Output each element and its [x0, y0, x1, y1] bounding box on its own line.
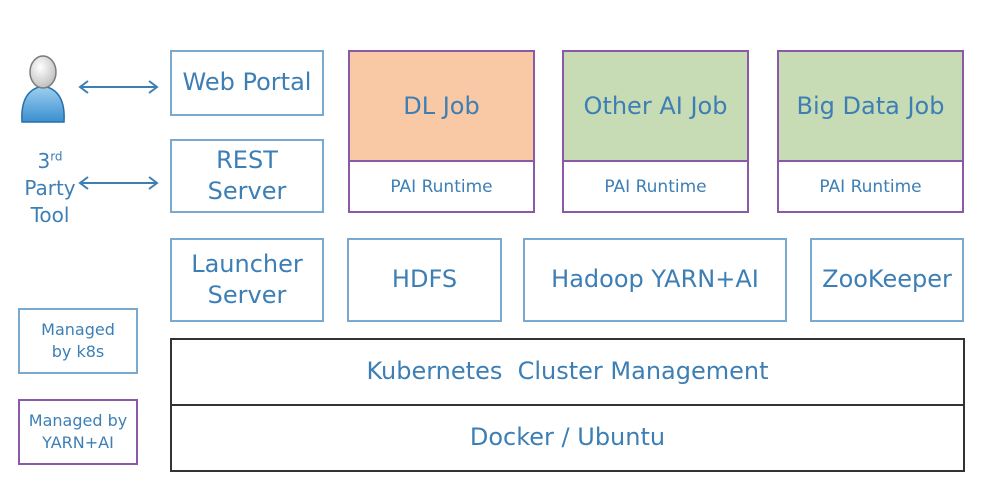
other-ai-job-box: Other AI Job PAI Runtime [562, 50, 749, 213]
rest-server-box: REST Server [170, 139, 324, 213]
zookeeper-box: ZooKeeper [810, 238, 964, 322]
job-name: DL Job [350, 52, 533, 162]
job-name: Big Data Job [779, 52, 962, 162]
kubernetes-cluster-management-box: Kubernetes Cluster Management [170, 338, 965, 406]
job-runtime: PAI Runtime [390, 176, 493, 197]
docker-ubuntu-box: Docker / Ubuntu [170, 404, 965, 472]
legend-managed-by-k8s: Managed by k8s [18, 308, 138, 374]
job-runtime: PAI Runtime [604, 176, 707, 197]
big-data-job-box: Big Data Job PAI Runtime [777, 50, 964, 213]
arrow-tool-rest-server [78, 176, 159, 190]
user-icon [21, 55, 65, 123]
hadoop-yarn-box: Hadoop YARN+AI [523, 238, 787, 322]
launcher-server-box: Launcher Server [170, 238, 324, 322]
third-party-tool-label: 3rd Party Tool [24, 149, 76, 227]
web-portal-box: Web Portal [170, 50, 324, 116]
arrow-user-web-portal [78, 80, 159, 94]
dl-job-box: DL Job PAI Runtime [348, 50, 535, 213]
job-runtime: PAI Runtime [819, 176, 922, 197]
hdfs-box: HDFS [347, 238, 502, 322]
job-name: Other AI Job [564, 52, 747, 162]
legend-managed-by-yarn: Managed by YARN+AI [18, 399, 138, 465]
